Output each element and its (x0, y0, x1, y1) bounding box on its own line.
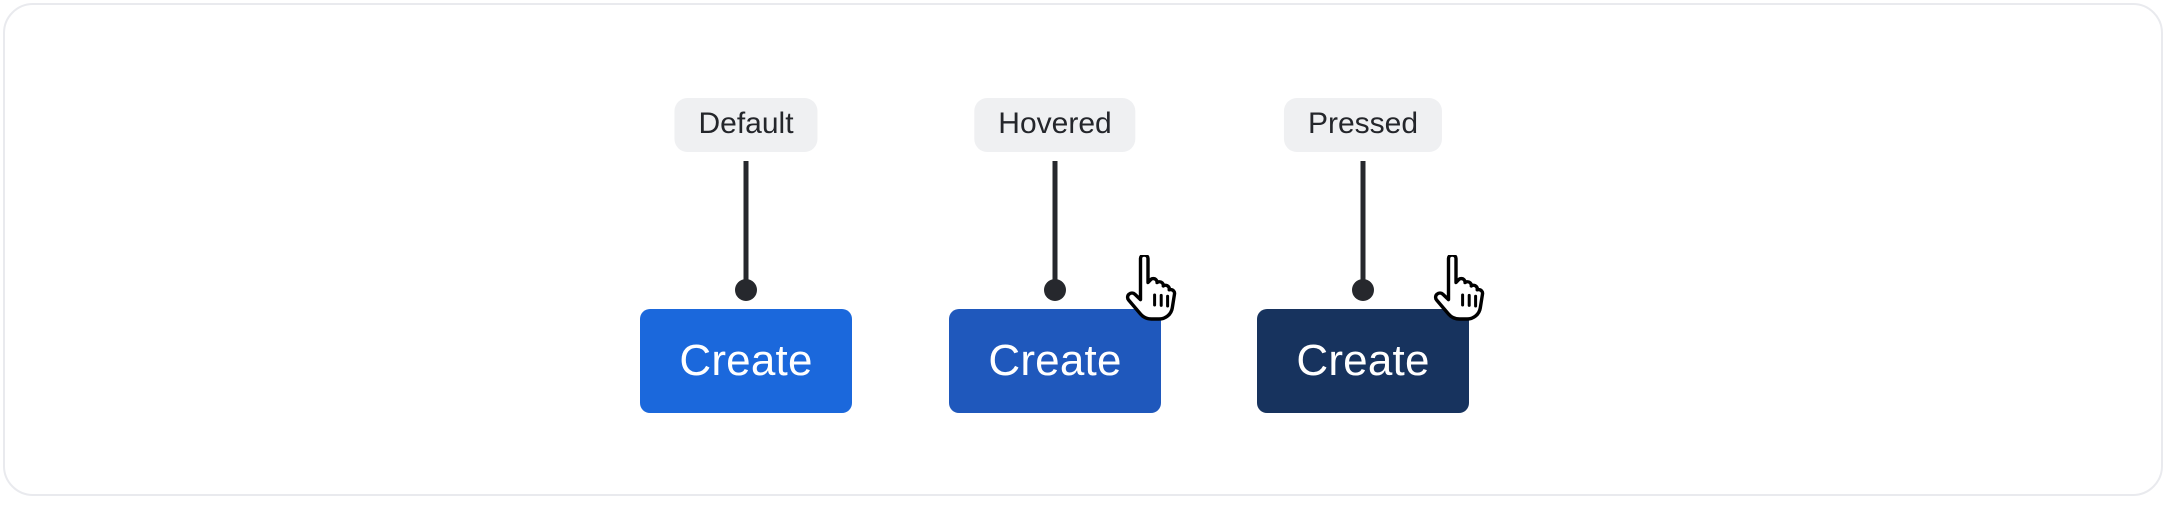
state-label-chip-default: Default (674, 98, 818, 152)
state-label-chip-hovered: Hovered (974, 98, 1136, 152)
callout-connector-hovered (1044, 161, 1066, 301)
connector-dot (1044, 279, 1066, 301)
connector-dot (1352, 279, 1374, 301)
state-group-hovered: Hovered Create (875, 0, 1235, 505)
create-button-hovered[interactable]: Create (949, 309, 1161, 413)
create-button-default[interactable]: Create (640, 309, 852, 413)
connector-line (743, 161, 749, 293)
connector-dot (735, 279, 757, 301)
state-group-default: Default Create (566, 0, 926, 505)
state-group-pressed: Pressed Create (1183, 0, 1543, 505)
card-frame (3, 3, 2163, 496)
state-label-chip-pressed: Pressed (1283, 98, 1443, 152)
create-button-pressed[interactable]: Create (1257, 309, 1469, 413)
callout-connector-default (735, 161, 757, 301)
connector-line (1360, 161, 1366, 293)
callout-connector-pressed (1352, 161, 1374, 301)
connector-line (1052, 161, 1058, 293)
